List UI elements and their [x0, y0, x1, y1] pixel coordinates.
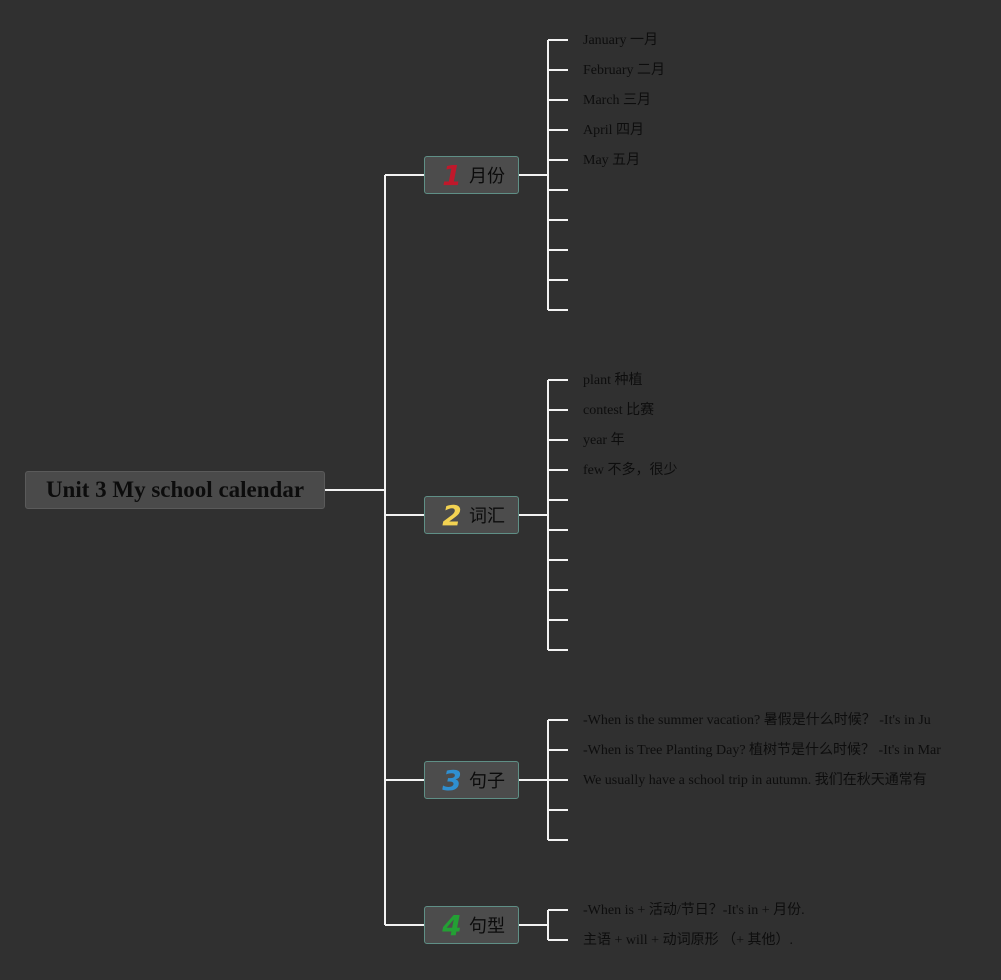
leaf-item[interactable]: -When is + 活动/节日？-It's in + 月份.: [583, 903, 805, 918]
branch-label-vocabulary: 词汇: [469, 506, 505, 527]
leaf-item[interactable]: April 四月: [583, 123, 645, 138]
branch-node-patterns[interactable]: 4 句型: [424, 906, 519, 944]
leaf-item[interactable]: 主语 + will + 动词原形 （+ 其他）.: [583, 933, 793, 948]
leaf-item[interactable]: plant 种植: [583, 373, 643, 388]
leaf-item[interactable]: January 一月: [583, 33, 659, 48]
branch-node-sentences[interactable]: 3 句子: [424, 761, 519, 799]
leaf-item[interactable]: We usually have a school trip in autumn.…: [583, 773, 927, 788]
root-node[interactable]: Unit 3 My school calendar: [25, 471, 325, 509]
number-badge-1: 1: [442, 158, 462, 192]
leaf-item[interactable]: year 年: [583, 433, 625, 448]
branch-label-patterns: 句型: [469, 916, 505, 937]
leaf-item[interactable]: -When is the summer vacation? 暑假是什么时候？ -…: [583, 713, 931, 728]
number-badge-4: 4: [442, 908, 462, 942]
leaf-item[interactable]: May 五月: [583, 153, 641, 168]
number-badge-3: 3: [442, 763, 462, 797]
branch-node-months[interactable]: 1 月份: [424, 156, 519, 194]
branch-label-sentences: 句子: [469, 771, 505, 792]
leaf-item[interactable]: -When is Tree Planting Day? 植树节是什么时候？ -I…: [583, 743, 941, 758]
leaf-item[interactable]: February 二月: [583, 63, 666, 78]
leaf-item[interactable]: few 不多，很少: [583, 463, 678, 478]
number-badge-2: 2: [442, 498, 462, 532]
root-label: Unit 3 My school calendar: [45, 477, 305, 502]
leaf-item[interactable]: March 三月: [583, 93, 652, 108]
branch-label-months: 月份: [469, 166, 505, 187]
leaf-item[interactable]: contest 比赛: [583, 403, 655, 418]
branch-node-vocabulary[interactable]: 2 词汇: [424, 496, 519, 534]
